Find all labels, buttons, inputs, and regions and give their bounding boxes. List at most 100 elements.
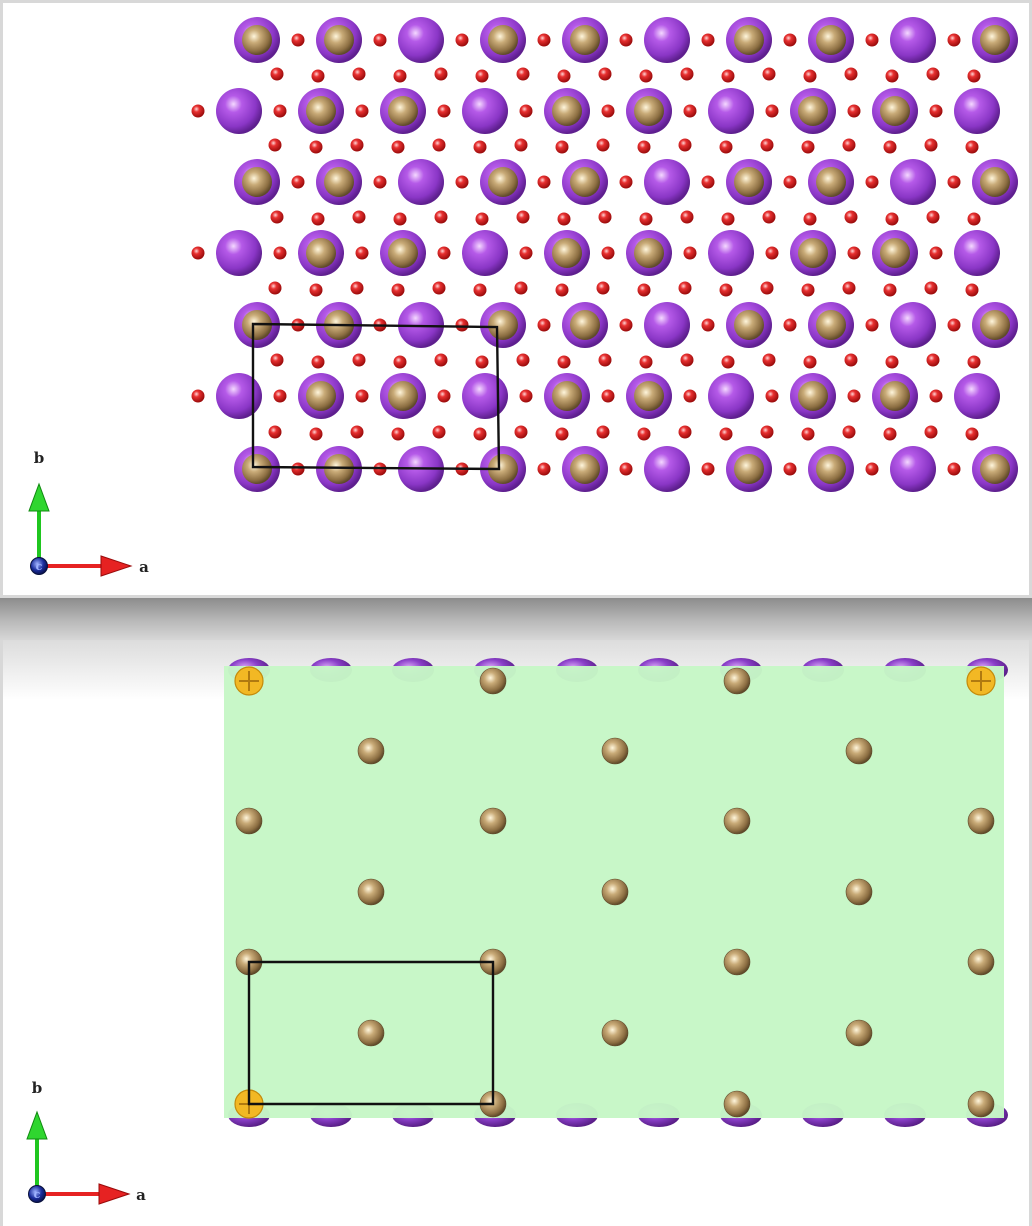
large-cation-atom — [462, 230, 508, 276]
oxygen-atom — [803, 212, 817, 226]
structure-canvas[interactable]: cba — [3, 3, 1029, 595]
oxygen-atom — [678, 425, 692, 439]
oxygen-atom — [765, 389, 779, 403]
oxygen-atom — [926, 353, 940, 367]
cation-atom — [816, 25, 846, 55]
oxygen-atom — [842, 425, 856, 439]
cation-atom — [634, 381, 664, 411]
oxygen-atom — [191, 389, 205, 403]
large-cation-atom — [954, 88, 1000, 134]
oxygen-atom — [514, 281, 528, 295]
oxygen-atom — [270, 210, 284, 224]
cation-atom[interactable] — [723, 667, 751, 695]
c-axis-marker — [30, 557, 48, 575]
oxygen-atom — [947, 175, 961, 189]
cation-atom — [634, 238, 664, 268]
oxygen-atom — [683, 389, 697, 403]
axis-indicator: cba — [28, 449, 149, 577]
oxygen-atom — [355, 389, 369, 403]
oxygen-atom — [270, 353, 284, 367]
cation-atom[interactable] — [967, 807, 995, 835]
oxygen-atom — [783, 33, 797, 47]
oxygen-atom — [516, 67, 530, 81]
c-axis-marker — [28, 1185, 46, 1203]
oxygen-atom — [803, 69, 817, 83]
oxygen-atom — [268, 138, 282, 152]
cation-atom — [816, 167, 846, 197]
cation-atom[interactable] — [723, 807, 751, 835]
b-axis-label: b — [34, 449, 45, 467]
oxygen-atom — [929, 104, 943, 118]
cation-atom[interactable] — [723, 1090, 751, 1118]
cation-atom[interactable] — [601, 737, 629, 765]
oxygen-atom — [842, 138, 856, 152]
cation-atom[interactable] — [479, 807, 507, 835]
oxygen-atom — [803, 355, 817, 369]
oxygen-atom — [309, 283, 323, 297]
cation-atom[interactable] — [845, 878, 873, 906]
cation-atom[interactable] — [357, 737, 385, 765]
oxygen-atom — [393, 69, 407, 83]
large-cation-atom — [708, 373, 754, 419]
pane-separator[interactable] — [0, 598, 1032, 640]
a-axis-arrowhead — [98, 1183, 131, 1205]
oxygen-atom — [268, 281, 282, 295]
cation-atom — [306, 96, 336, 126]
cation-atom[interactable] — [357, 878, 385, 906]
cation-atom — [798, 238, 828, 268]
oxygen-atom — [537, 462, 551, 476]
cation-atom[interactable] — [845, 1019, 873, 1047]
cation-atom — [552, 381, 582, 411]
oxygen-atom — [350, 138, 364, 152]
cation-atom[interactable] — [967, 948, 995, 976]
oxygen-atom — [519, 389, 533, 403]
oxygen-atom — [926, 67, 940, 81]
unit-cell-outline — [251, 322, 501, 471]
oxygen-atom — [311, 355, 325, 369]
oxygen-atom — [437, 389, 451, 403]
oxygen-atom — [596, 138, 610, 152]
unit-cell-outline — [247, 960, 495, 1106]
cation-atom[interactable] — [601, 878, 629, 906]
oxygen-atom — [598, 67, 612, 81]
oxygen-atom — [947, 33, 961, 47]
cation-atom — [388, 96, 418, 126]
cation-atom — [798, 96, 828, 126]
b-axis-arrowhead — [28, 482, 50, 512]
oxygen-atom — [678, 138, 692, 152]
oxygen-atom — [783, 462, 797, 476]
oxygen-atom — [865, 462, 879, 476]
oxygen-atom — [637, 283, 651, 297]
cation-atom[interactable] — [235, 807, 263, 835]
oxygen-atom — [721, 355, 735, 369]
cation-atom — [816, 310, 846, 340]
oxygen-atom — [352, 67, 366, 81]
cation-atom[interactable] — [357, 1019, 385, 1047]
oxygen-atom — [762, 210, 776, 224]
oxygen-atom — [844, 210, 858, 224]
oxygen-atom — [924, 425, 938, 439]
oxygen-atom — [437, 246, 451, 260]
cation-atom[interactable] — [479, 667, 507, 695]
oxygen-atom — [455, 318, 469, 332]
oxygen-atom — [291, 175, 305, 189]
oxygen-atom — [291, 33, 305, 47]
sublattice-canvas[interactable]: cba — [3, 640, 1029, 1226]
oxygen-atom — [637, 140, 651, 154]
cation-atom[interactable] — [845, 737, 873, 765]
large-cation-atom — [644, 17, 690, 63]
oxygen-atom — [270, 67, 284, 81]
oxygen-atom — [519, 104, 533, 118]
cation-atom[interactable] — [723, 948, 751, 976]
oxygen-atom — [701, 33, 715, 47]
large-cation-atom — [954, 373, 1000, 419]
cation-atom[interactable] — [967, 1090, 995, 1118]
cation-atom[interactable] — [601, 1019, 629, 1047]
large-cation-atom — [398, 159, 444, 205]
oxygen-atom — [537, 175, 551, 189]
oxygen-atom — [883, 283, 897, 297]
oxygen-atom — [391, 283, 405, 297]
oxygen-atom — [721, 69, 735, 83]
